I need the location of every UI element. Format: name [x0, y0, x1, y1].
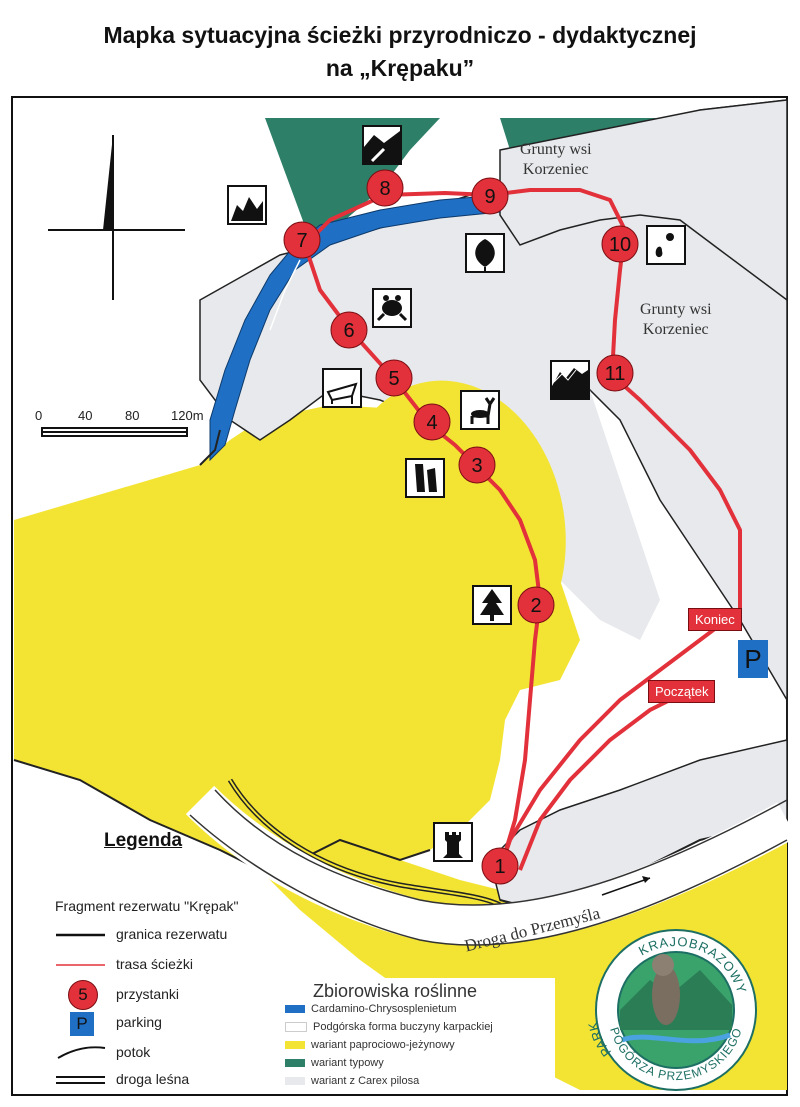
- legend-title: Legenda: [104, 830, 183, 851]
- landscape-icon: [362, 125, 402, 165]
- stop-marker-5: [375, 359, 413, 397]
- stop-label-4: 4: [426, 412, 437, 434]
- stop-label-6: 6: [343, 320, 354, 342]
- swatch-2: [285, 1041, 305, 1050]
- plant-legend-title: Zbiorowiska roślinne: [313, 981, 478, 1001]
- stop-marker-6: [330, 311, 368, 349]
- stop-marker-1: [481, 847, 519, 885]
- carex-top-right: [499, 99, 788, 302]
- stop-label-7: 7: [296, 230, 307, 252]
- leaf-icon: [465, 233, 505, 273]
- swatch-3: [285, 1059, 305, 1068]
- stop-marker-4: [413, 403, 451, 441]
- road-to-przemysl: [185, 785, 797, 946]
- parking-sign: P: [738, 640, 768, 678]
- road-arrow: [601, 877, 651, 896]
- legend-item-stream: potok: [116, 1044, 151, 1060]
- stop-marker-8: [366, 169, 404, 207]
- legend-item-road: droga leśna: [116, 1071, 190, 1087]
- scale-tick-80: 80: [125, 408, 140, 423]
- stop-label-2: 2: [530, 595, 541, 617]
- label-grunty-right: Grunty wsi Korzeniec: [640, 301, 712, 338]
- stream-line: [269, 259, 301, 331]
- swatch-1: [285, 1022, 307, 1033]
- scale-tick-120: 120m: [171, 408, 204, 423]
- plant-item-1: Podgórska forma buczyny karpackiej: [285, 1021, 493, 1033]
- tree-icon: [646, 225, 686, 265]
- castle-icon: [433, 822, 473, 862]
- frog-icon: [372, 288, 412, 328]
- plant-item-3: wariant typowy: [285, 1057, 384, 1069]
- plant-item-2: wariant paprociowo-jeżynowy: [285, 1039, 455, 1051]
- north-arrow-icon: [48, 135, 185, 300]
- legend-stop-sample: 5: [68, 980, 98, 1010]
- legend-stream-sample: [57, 1046, 106, 1059]
- stop-marker-7: [283, 221, 321, 259]
- deer-icon: [460, 390, 500, 430]
- end-sign: Koniec: [688, 608, 742, 631]
- swatch-0: [285, 1005, 305, 1014]
- legend-item-stops: przystanki: [116, 986, 180, 1002]
- swatch-4: [285, 1077, 305, 1086]
- scale-tick-0: 0: [35, 408, 43, 423]
- legend-item-border: granica rezerwatu: [116, 926, 228, 942]
- stop-marker-10: [601, 225, 639, 263]
- hollow-icon: [322, 368, 362, 408]
- stop-label-8: 8: [379, 178, 390, 200]
- legend-parking-sample: P: [70, 1012, 94, 1036]
- stop-marker-2: [517, 586, 555, 624]
- stop-marker-11: [596, 354, 634, 392]
- bear-icon: [405, 458, 445, 498]
- start-sign: Początek: [648, 680, 716, 703]
- trail-stops: 1 2 3 4 5 6 7 8 9 10 11: [283, 169, 639, 885]
- legend-item-parking: parking: [116, 1014, 162, 1030]
- plant-item-4: wariant z Carex pilosa: [285, 1075, 419, 1087]
- legend-item-route: trasa ścieżki: [116, 956, 194, 972]
- label-grunty-top: Grunty wsi Korzeniec: [520, 141, 592, 178]
- stop-label-10: 10: [609, 234, 631, 256]
- rocks-icon: [227, 185, 267, 225]
- stop-label-9: 9: [484, 186, 495, 208]
- map-title-line1: Mapka sytuacyjna ścieżki przyrodniczo - …: [103, 22, 697, 48]
- stop-label-5: 5: [388, 368, 399, 390]
- stop-label-3: 3: [471, 455, 482, 477]
- stop-label-1: 1: [494, 856, 505, 878]
- stop-marker-9: [471, 177, 509, 215]
- plant-communities-legend: Zbiorowiska roślinne Cardamino-Chrysospl…: [283, 978, 555, 1090]
- scale-tick-40: 40: [78, 408, 93, 423]
- mountains-icon: [550, 360, 590, 400]
- legend-fragment: Fragment rezerwatu "Krępak": [55, 898, 239, 914]
- scale-bar: [41, 427, 188, 437]
- stop-marker-3: [458, 446, 496, 484]
- spruce-icon: [472, 585, 512, 625]
- map-title-line2: na „Krępaku”: [325, 55, 475, 81]
- stop-label-11: 11: [605, 363, 626, 385]
- plant-item-0: Cardamino-Chrysosplenietum: [285, 1003, 457, 1015]
